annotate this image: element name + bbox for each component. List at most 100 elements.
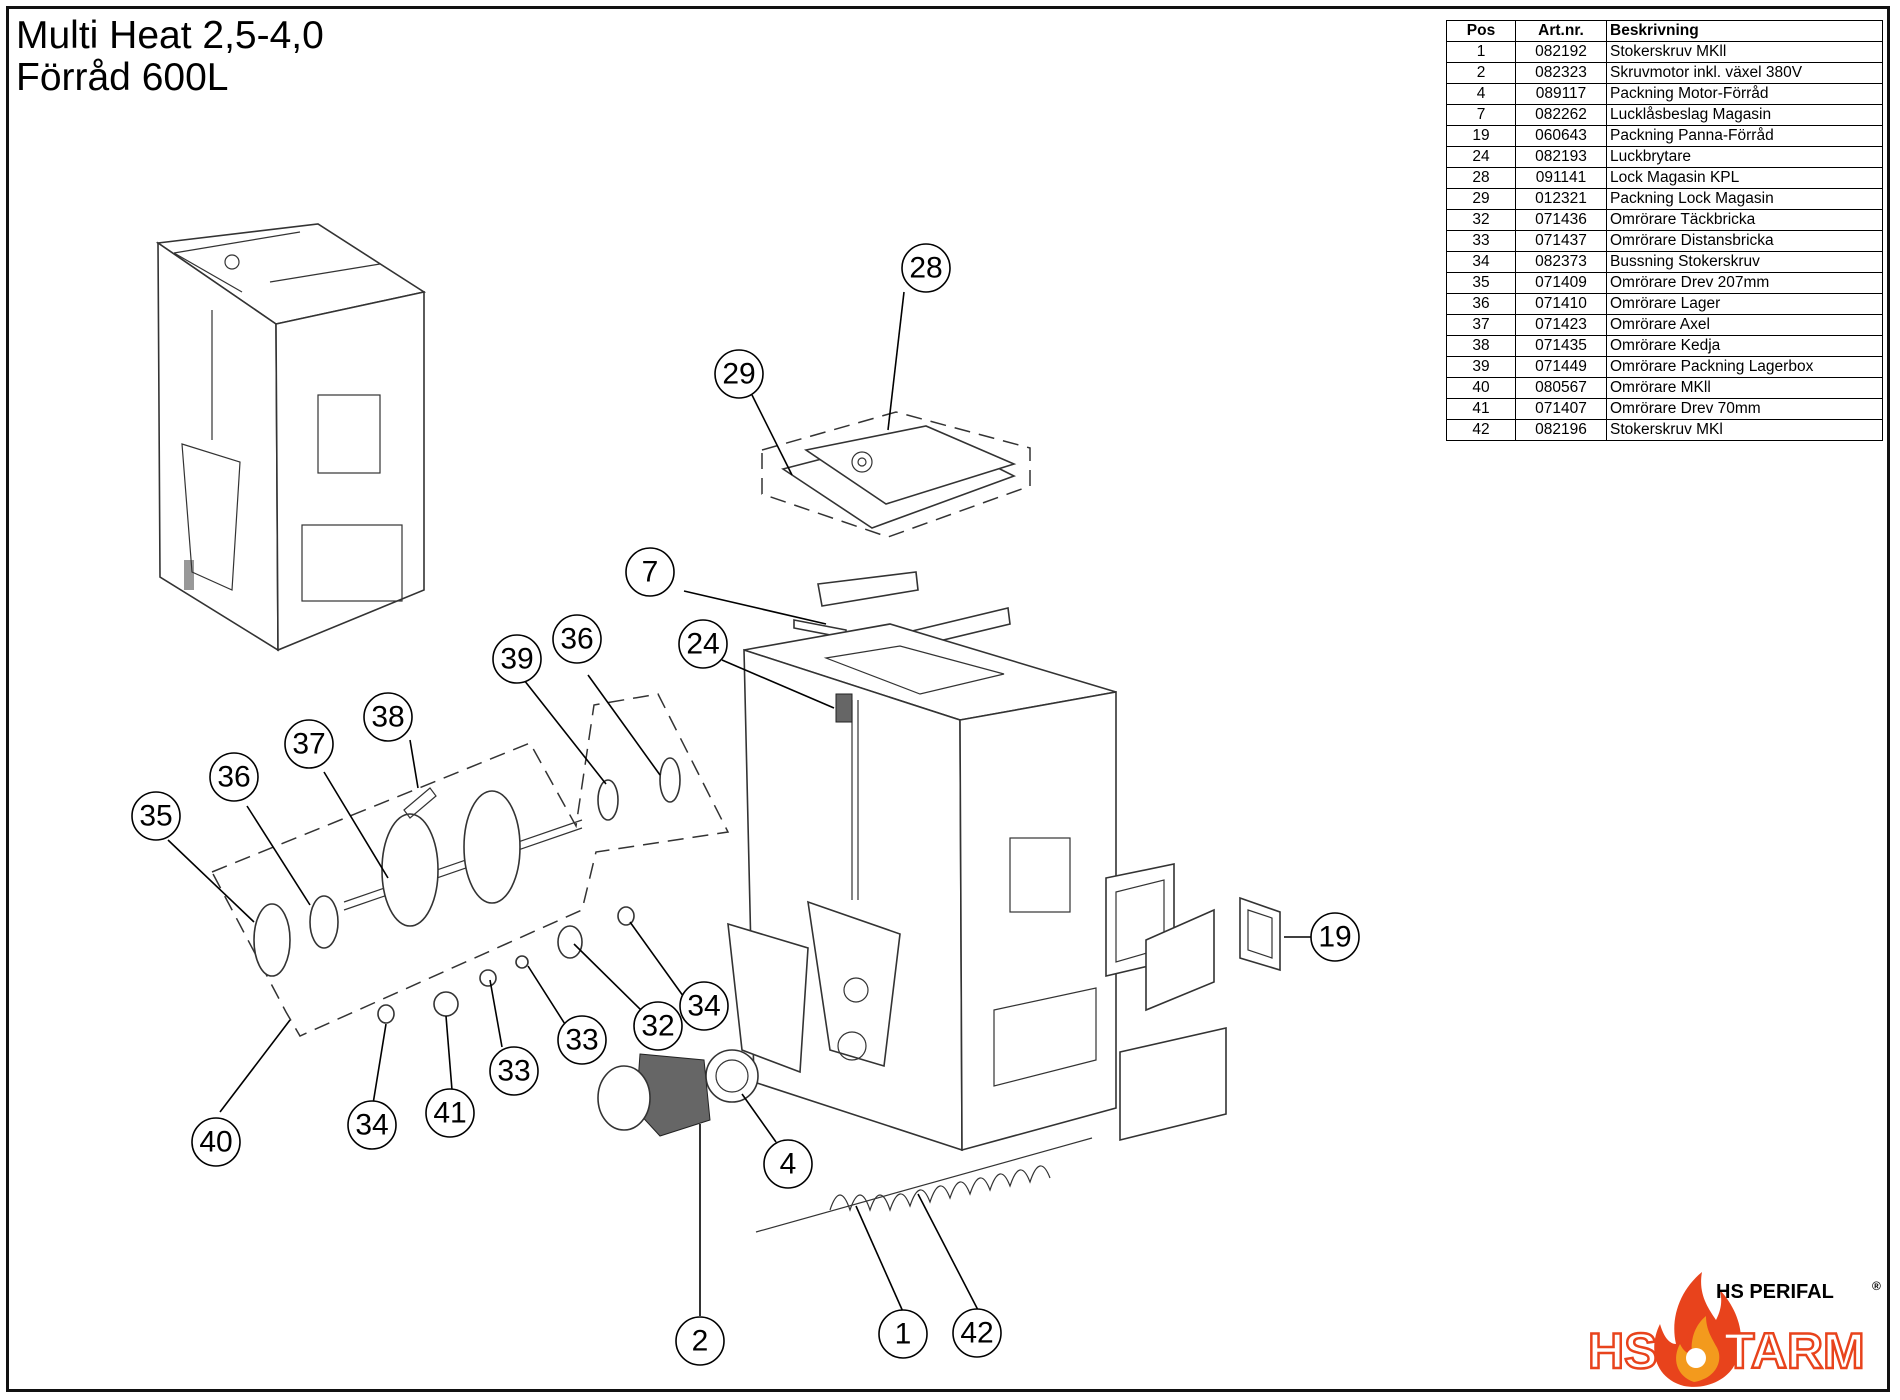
callout-41: 41 xyxy=(425,1088,475,1138)
callout-24-label: 24 xyxy=(686,628,719,661)
callout-37: 37 xyxy=(284,719,334,769)
callout-36-left-label: 36 xyxy=(217,761,250,794)
motor-drawing xyxy=(597,1049,759,1137)
callout-38: 38 xyxy=(363,692,413,742)
callout-42: 42 xyxy=(952,1308,1002,1358)
callout-38-label: 38 xyxy=(371,701,404,734)
callout-42-label: 42 xyxy=(960,1317,993,1350)
cell-art-nr: 082323 xyxy=(1515,62,1607,84)
drawing-title-storage: Förråd 600L xyxy=(16,56,229,99)
cell-description: Omrörare Axel xyxy=(1606,314,1883,336)
cell-pos: 35 xyxy=(1446,272,1516,294)
callout-33-right-label: 33 xyxy=(565,1024,598,1057)
cell-art-nr: 071407 xyxy=(1515,398,1607,420)
callout-34-right: 34 xyxy=(679,981,729,1031)
callout-19: 19 xyxy=(1310,912,1360,962)
drawing-title-model: Multi Heat 2,5-4,0 xyxy=(16,14,324,57)
cell-art-nr: 012321 xyxy=(1515,188,1607,210)
drawing-frame xyxy=(6,6,1890,1392)
stoker-screw-drawing xyxy=(755,1137,1093,1233)
cell-pos: 29 xyxy=(1446,188,1516,210)
callout-40: 40 xyxy=(191,1117,241,1167)
cell-pos: 42 xyxy=(1446,419,1516,441)
side-gaskets-drawing xyxy=(1105,863,1281,1142)
callout-4: 4 xyxy=(763,1139,813,1189)
callout-29: 29 xyxy=(714,349,764,399)
cell-description: Skruvmotor inkl. växel 380V xyxy=(1606,62,1883,84)
callout-4-label: 4 xyxy=(780,1148,797,1181)
cell-pos: 39 xyxy=(1446,356,1516,378)
cell-art-nr: 082373 xyxy=(1515,251,1607,273)
logo-registered-mark: ® xyxy=(1872,1279,1881,1293)
cell-art-nr: 082196 xyxy=(1515,419,1607,441)
cell-art-nr: 071423 xyxy=(1515,314,1607,336)
cell-art-nr: 089117 xyxy=(1515,83,1607,105)
cell-description: Bussning Stokerskruv xyxy=(1606,251,1883,273)
cell-art-nr: 071436 xyxy=(1515,209,1607,231)
column-header-pos: Pos xyxy=(1446,20,1516,42)
cell-description: Lock Magasin KPL xyxy=(1606,167,1883,189)
callout-1-label: 1 xyxy=(895,1318,912,1351)
callout-34-left-label: 34 xyxy=(355,1109,388,1142)
cell-description: Omrörare Drev 70mm xyxy=(1606,398,1883,420)
cell-art-nr: 071409 xyxy=(1515,272,1607,294)
logo-perifal-text: HS PERIFAL xyxy=(1716,1281,1834,1303)
cell-description: Omrörare MKll xyxy=(1606,377,1883,399)
flame-core xyxy=(1686,1348,1706,1368)
callout-1: 1 xyxy=(878,1309,928,1359)
cell-description: Omrörare Drev 207mm xyxy=(1606,272,1883,294)
cell-description: Packning Motor-Förråd xyxy=(1606,83,1883,105)
cell-pos: 28 xyxy=(1446,167,1516,189)
cell-pos: 40 xyxy=(1446,377,1516,399)
parts-table-header-row: Pos Art.nr. Beskrivning xyxy=(1446,20,1883,42)
hs-tarm-logo: HS PERIFAL ® HS TARM xyxy=(1587,1272,1881,1387)
callout-37-label: 37 xyxy=(292,728,325,761)
callout-36-left: 36 xyxy=(209,752,259,802)
callout-2-label: 2 xyxy=(692,1325,709,1358)
callout-7-label: 7 xyxy=(642,556,659,589)
leader-lines xyxy=(167,291,1311,1316)
cell-description: Omrörare Distansbricka xyxy=(1606,230,1883,252)
callout-40-label: 40 xyxy=(199,1126,232,1159)
cell-description: Omrörare Kedja xyxy=(1606,335,1883,357)
overview-unit-drawing xyxy=(155,223,427,652)
callout-33-left: 33 xyxy=(489,1046,539,1096)
column-header-description: Beskrivning xyxy=(1606,20,1883,42)
cell-description: Lucklåsbeslag Magasin xyxy=(1606,104,1883,126)
logo-tarm-text: TARM xyxy=(1724,1323,1865,1379)
callout-2: 2 xyxy=(675,1316,725,1366)
callout-32: 32 xyxy=(633,1001,683,1051)
cell-description: Stokerskruv MKll xyxy=(1606,41,1883,63)
callout-35: 35 xyxy=(131,791,181,841)
cell-art-nr: 082262 xyxy=(1515,104,1607,126)
callout-34-right-label: 34 xyxy=(687,990,720,1023)
cell-pos: 24 xyxy=(1446,146,1516,168)
cell-pos: 34 xyxy=(1446,251,1516,273)
column-header-art-nr: Art.nr. xyxy=(1515,20,1607,42)
cell-pos: 37 xyxy=(1446,314,1516,336)
callout-29-label: 29 xyxy=(722,358,755,391)
storage-unit-drawing xyxy=(727,623,1117,1152)
callout-28-label: 28 xyxy=(909,252,942,285)
cell-pos: 36 xyxy=(1446,293,1516,315)
cell-pos: 19 xyxy=(1446,125,1516,147)
flame-icon xyxy=(1654,1272,1742,1387)
callout-36-right-label: 36 xyxy=(560,623,593,656)
